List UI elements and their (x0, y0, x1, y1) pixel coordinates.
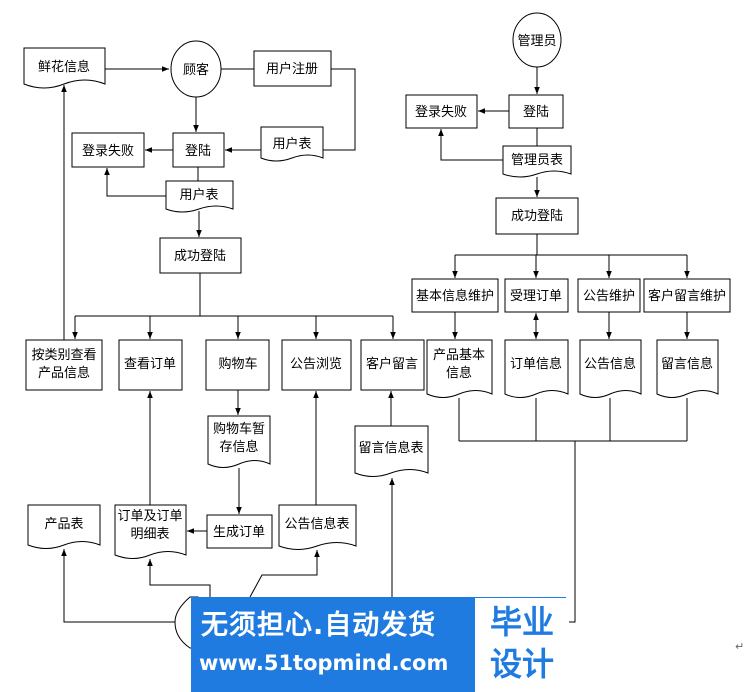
generate-order-box: 生成订单 (206, 514, 273, 549)
cart-label: 购物车 (218, 356, 257, 372)
notice-browse-label: 公告浏览 (290, 356, 342, 372)
customer-message-maint-box: 客户留言维护 (643, 278, 731, 313)
login-success-label: 成功登陆 (174, 248, 226, 264)
notice-table-doc: 公告信息表 (278, 504, 357, 550)
notice-table-label: 公告信息表 (284, 516, 349, 532)
login-box: 登陆 (172, 132, 225, 168)
accept-orders-label: 受理订单 (510, 289, 562, 304)
product-basic-info-label: 产品基本信息 (433, 348, 485, 381)
admin-table-doc: 管理员表 (502, 145, 572, 178)
customer-connectors (61, 66, 396, 623)
user-register-label: 用户注册 (266, 61, 318, 77)
message-table-label: 留言信息表 (358, 440, 423, 456)
basic-info-maint-box: 基本信息维护 (411, 278, 499, 313)
order-detail-label: 订单及订单明细表 (117, 509, 182, 542)
login-label: 登陆 (185, 143, 211, 159)
user-register-box: 用户注册 (253, 50, 332, 87)
cart-temp-line1: 购物车暂 (213, 421, 265, 437)
customer-message-maint-label: 客户留言维护 (648, 288, 726, 304)
notice-browse-box: 公告浏览 (281, 339, 352, 391)
customer-node: 顾客 (170, 40, 222, 98)
admin-table-label: 管理员表 (511, 153, 563, 168)
order-detail-line1: 订单及订单 (117, 509, 182, 524)
generate-order-label: 生成订单 (213, 525, 265, 540)
message-table-doc: 留言信息表 (354, 425, 429, 477)
admin-login-label: 登陆 (523, 104, 549, 120)
product-table-doc: 产品表 (27, 504, 101, 549)
cart-box: 购物车 (205, 339, 270, 391)
admin-login-success-box: 成功登陆 (495, 197, 579, 235)
return-mark-icon: ↵ (735, 640, 745, 653)
order-info-label: 订单信息 (510, 356, 562, 372)
basic-info-maint-label: 基本信息维护 (416, 288, 494, 304)
message-info-label: 留言信息 (661, 356, 713, 372)
customer-label: 顾客 (183, 62, 209, 78)
watermark-slogan: 无须担心.自动发货 (201, 610, 437, 641)
order-detail-doc: 订单及订单明细表 (114, 504, 187, 559)
product-basic-info-line1: 产品基本 (433, 348, 485, 363)
admin-node: 管理员 (512, 12, 562, 68)
admin-login-failed-box: 登录失败 (405, 94, 478, 129)
flower-info-label: 鲜花信息 (38, 59, 90, 75)
browse-category-line1: 按类别查看 (31, 347, 96, 363)
login-failed-box: 登录失败 (71, 132, 145, 168)
browse-category-line2: 产品信息 (38, 365, 90, 381)
user-table-right-label: 用户表 (272, 136, 311, 152)
admin-login-failed-label: 登录失败 (415, 105, 467, 120)
product-basic-info-doc: 产品基本信息 (426, 339, 493, 398)
watermark-badge-top: 毕业 (489, 603, 554, 641)
order-info-doc: 订单信息 (504, 339, 569, 398)
admin-login-success-label: 成功登陆 (511, 208, 563, 224)
admin-label: 管理员 (517, 34, 556, 49)
notice-maint-label: 公告维护 (583, 289, 635, 304)
admin-login-box: 登陆 (508, 94, 564, 129)
message-info-doc: 留言信息 (656, 339, 719, 398)
accept-orders-box: 受理订单 (504, 278, 569, 313)
flower-info-doc: 鲜花信息 (23, 47, 106, 89)
cart-temp-doc: 购物车暂存信息 (207, 415, 271, 468)
view-orders-box: 查看订单 (118, 339, 183, 391)
notice-maint-box: 公告维护 (577, 278, 641, 313)
order-detail-line2: 明细表 (130, 527, 169, 542)
user-table-doc: 用户表 (165, 180, 234, 213)
product-table-label: 产品表 (44, 517, 83, 532)
admin-connectors (438, 67, 690, 623)
notice-info-doc: 公告信息 (579, 339, 642, 398)
user-table-label: 用户表 (179, 187, 218, 203)
browse-category-label: 按类别查看产品信息 (31, 347, 96, 381)
customer-message-label: 客户留言 (366, 356, 418, 372)
cart-temp-line2: 存信息 (219, 439, 258, 455)
watermark-badge-bottom: 设计 (489, 645, 554, 683)
login-success-box: 成功登陆 (159, 237, 242, 274)
browse-category-box: 按类别查看产品信息 (25, 339, 103, 391)
view-orders-label: 查看订单 (124, 356, 176, 372)
cart-temp-label: 购物车暂存信息 (213, 421, 265, 455)
product-basic-info-line2: 信息 (446, 365, 472, 381)
watermark-badge: 毕业 设计 (472, 598, 569, 692)
customer-message-box: 客户留言 (360, 339, 425, 391)
watermark-url: www.51topmind.com (199, 651, 449, 675)
login-failed-label: 登录失败 (82, 144, 134, 159)
user-table-right-doc: 用户表 (260, 126, 324, 162)
notice-info-label: 公告信息 (584, 356, 636, 372)
